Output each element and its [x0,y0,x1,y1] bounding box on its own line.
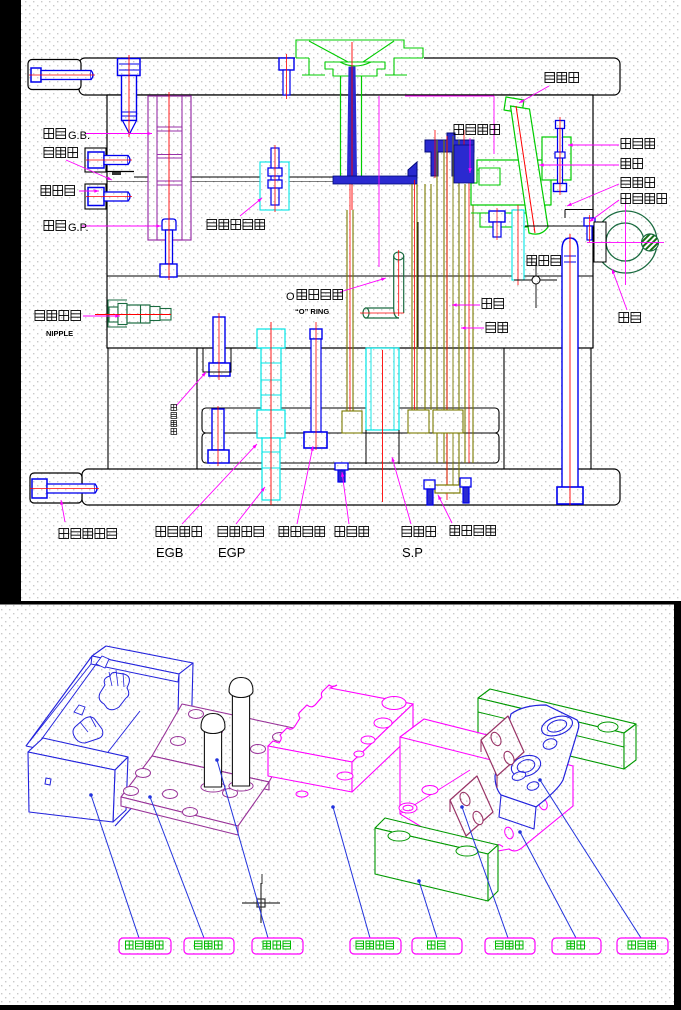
svg-text:EGP: EGP [218,545,245,560]
svg-text:“O” RING: “O” RING [295,307,329,316]
svg-text:G.B.: G.B. [68,130,90,142]
svg-text:O: O [286,291,295,303]
svg-text:S.P: S.P [402,545,423,560]
svg-text:G.P.: G.P. [68,222,89,234]
svg-text:NIPPLE: NIPPLE [46,329,73,338]
svg-text:EGB: EGB [156,545,183,560]
